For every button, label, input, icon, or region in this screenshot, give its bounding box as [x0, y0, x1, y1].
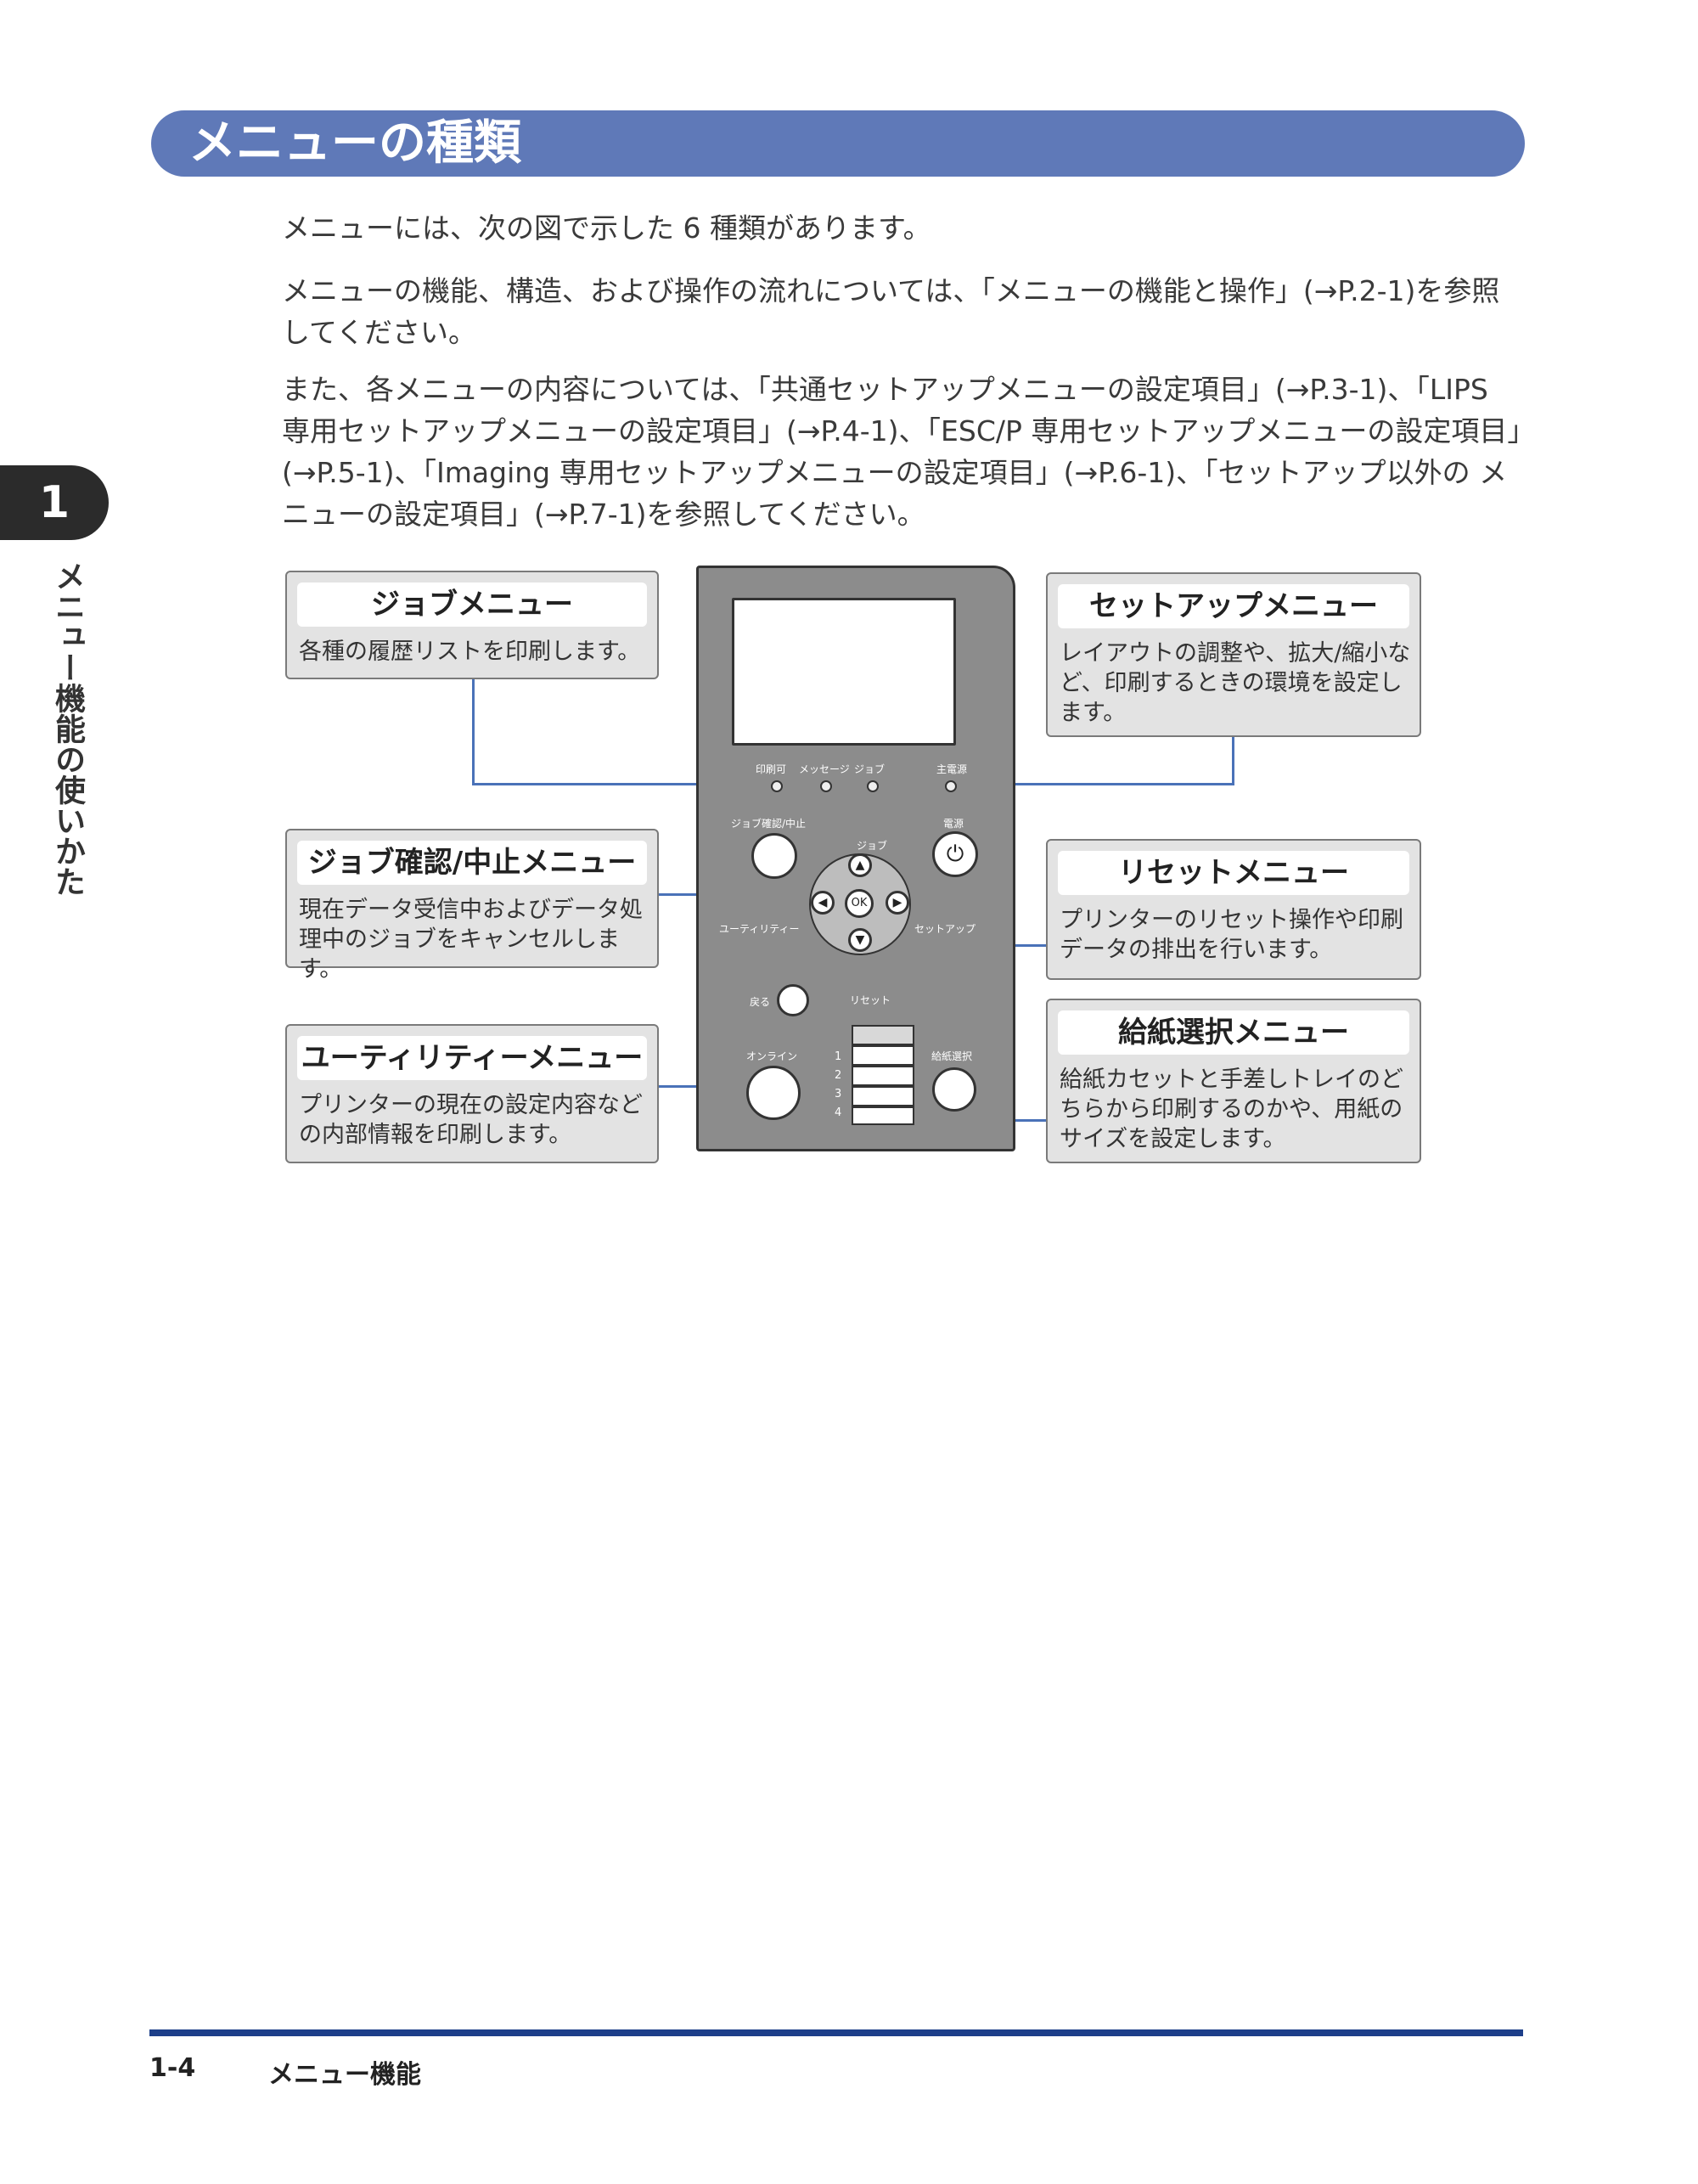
utility-menu-box: ユーティリティーメニュー プリンターの現在の設定内容などの内部情報を印刷します。 — [285, 1024, 659, 1163]
down-arrow-button[interactable]: ▼ — [848, 928, 872, 952]
paper-menu-box: 給紙選択メニュー 給紙カセットと手差しトレイのどちらから印刷するのかや、用紙のサ… — [1046, 999, 1421, 1163]
control-panel: 印刷可 メッセージ ジョブ 主電源 ジョブ確認/中止 電源 ⏻ ジョブ ▲ ユー… — [696, 566, 1015, 1151]
reset-menu-box: リセットメニュー プリンターのリセット操作や印刷データの排出を行います。 — [1046, 839, 1421, 980]
led-job-label: ジョブ — [854, 763, 886, 775]
job-cancel-menu-title: ジョブ確認/中止メニュー — [297, 841, 647, 885]
chapter-side-label: メニュー機能の使いかた — [50, 560, 85, 897]
reset-key-label: リセット — [850, 994, 891, 1006]
setup-key-label: セットアップ — [914, 923, 976, 935]
power-button-label: 電源 — [943, 818, 964, 830]
job-menu-desc: 各種の履歴リストを印刷します。 — [299, 639, 641, 665]
paper-menu-desc: 給紙カセットと手差しトレイのどちらから印刷するのかや、用紙のサイズを設定します。 — [1060, 1067, 1403, 1152]
paragraph-3: また、各メニューの内容については、「共通セットアップメニューの設定項目」(→P.… — [282, 373, 1521, 531]
paper-menu-title: 給紙選択メニュー — [1058, 1010, 1409, 1055]
job-led — [867, 780, 879, 792]
right-arrow-button[interactable]: ▶ — [886, 891, 909, 915]
setup-menu-title: セットアップメニュー — [1058, 584, 1409, 628]
chapter-tab — [0, 465, 109, 540]
reset-menu-desc: プリンターのリセット操作や印刷データの排出を行います。 — [1060, 907, 1403, 963]
tray-1-label: 1 — [835, 1050, 842, 1063]
left-arrow-button[interactable]: ◀ — [811, 891, 835, 915]
setup-menu-box: セットアップメニュー レイアウトの調整や、拡大/縮小など、印刷するときの環境を設… — [1046, 572, 1421, 737]
paper-tray-illustration — [848, 1018, 918, 1127]
job-key-label: ジョブ — [857, 840, 888, 852]
led-main-power-label: 主電源 — [936, 763, 968, 775]
paper-select-button[interactable] — [932, 1067, 976, 1112]
utility-menu-title: ユーティリティーメニュー — [297, 1036, 647, 1080]
job-cancel-menu-box: ジョブ確認/中止メニュー 現在データ受信中およびデータ処理中のジョブをキャンセル… — [285, 829, 659, 982]
job-cancel-button-label: ジョブ確認/中止 — [731, 818, 807, 830]
led-message-label: メッセージ — [799, 763, 850, 775]
online-button[interactable] — [746, 1066, 801, 1120]
title-bar — [151, 110, 1525, 177]
main-power-led — [945, 780, 957, 792]
back-button-label: 戻る — [750, 996, 771, 1008]
message-led — [820, 780, 832, 792]
job-menu-box: ジョブメニュー 各種の履歴リストを印刷します。 — [285, 571, 659, 679]
tray-3-label: 3 — [835, 1088, 842, 1100]
tray-2-label: 2 — [835, 1069, 842, 1082]
job-cancel-menu-desc: 現在データ受信中およびデータ処理中のジョブをキャンセルします。 — [299, 897, 643, 982]
paragraph-1: メニューには、次の図で示した 6 種類があります。 — [282, 211, 931, 245]
chapter-number: 1 — [38, 477, 70, 528]
page-title: メニューの種類 — [188, 115, 521, 171]
power-icon: ⏻ — [946, 842, 964, 867]
reset-menu-title: リセットメニュー — [1058, 851, 1409, 895]
footer-rule — [149, 2029, 1523, 2036]
paragraph-2: メニューの機能、構造、および操作の流れについては、「メニューの機能と操作」(→P… — [282, 274, 1500, 349]
up-arrow-button[interactable]: ▲ — [848, 853, 872, 877]
power-button[interactable]: ⏻ — [932, 831, 978, 877]
connector-setup-v — [1232, 735, 1234, 785]
back-button[interactable] — [777, 984, 809, 1016]
tray-4-label: 4 — [835, 1106, 842, 1119]
page-number: 1-4 — [149, 2053, 196, 2083]
paper-select-button-label: 給紙選択 — [931, 1050, 973, 1062]
led-print-label: 印刷可 — [756, 763, 787, 775]
footer-title: メニュー機能 — [268, 2060, 421, 2090]
job-cancel-button[interactable] — [751, 833, 797, 879]
ok-button[interactable]: OK — [845, 889, 874, 918]
connector-setup-h — [920, 783, 1234, 785]
utility-key-label: ユーティリティー — [719, 923, 800, 935]
connector-job-v — [472, 678, 475, 785]
setup-menu-desc: レイアウトの調整や、拡大/縮小など、印刷するときの環境を設定します。 — [1060, 640, 1411, 726]
job-menu-title: ジョブメニュー — [297, 583, 647, 627]
online-button-label: オンライン — [746, 1050, 798, 1062]
connector-job-h — [472, 783, 876, 785]
lcd-display — [732, 598, 956, 746]
print-ready-led — [771, 780, 783, 792]
utility-menu-desc: プリンターの現在の設定内容などの内部情報を印刷します。 — [299, 1092, 643, 1148]
